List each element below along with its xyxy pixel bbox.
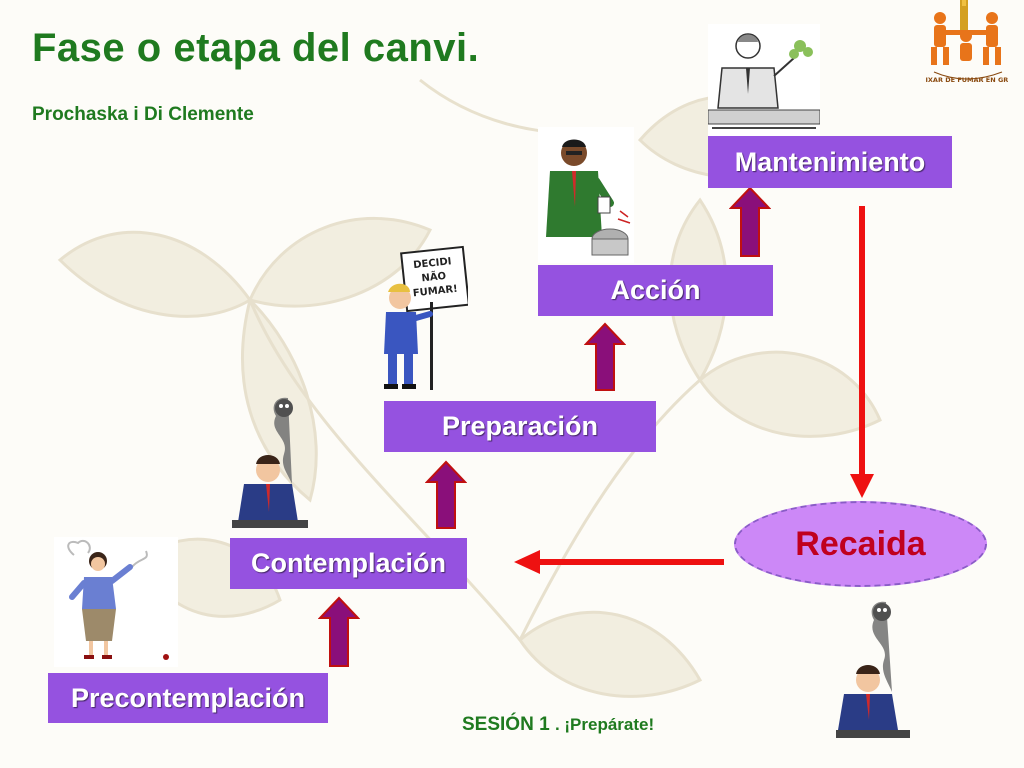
arrow-up-action-to-maintenance xyxy=(729,186,771,257)
slide-title: Fase o etapa del canvi. xyxy=(32,26,480,70)
man-with-flower-illustration xyxy=(708,24,820,136)
man-with-sign-illustration: DECIDI NÃO FUMAR! xyxy=(384,245,468,390)
relapse-node: Recaida xyxy=(734,501,987,587)
arrow-left-to-contemplation-head xyxy=(514,550,540,574)
stage-precontemplation: Precontemplación xyxy=(48,673,328,723)
stage-action: Acción xyxy=(538,265,773,316)
woman-smoking-illustration xyxy=(54,537,178,667)
man-throwing-cigarettes-illustration xyxy=(538,127,634,263)
arrow-up-precontemplation-to-contemplation xyxy=(318,596,360,667)
stage-maintenance: Mantenimiento xyxy=(708,136,952,188)
footer-tagline: . ¡Prepárate! xyxy=(554,715,655,734)
sign-line-1: DECIDI xyxy=(413,256,452,271)
relapse-man-illustration xyxy=(836,601,910,738)
footer: SESIÓN 1 . ¡Prepárate! xyxy=(462,714,654,736)
logo-text: DEIXAR DE FUMAR EN GRUP xyxy=(926,76,1008,84)
stage-contemplation: Contemplación xyxy=(230,538,467,589)
arrow-up-contemplation-to-preparation xyxy=(425,460,467,529)
stage-preparation: Preparación xyxy=(384,401,656,452)
relapse-label: Recaida xyxy=(795,524,926,563)
man-with-skull-smoke-illustration xyxy=(232,397,308,528)
arrow-up-preparation-to-action xyxy=(584,322,626,391)
footer-session: SESIÓN 1 xyxy=(462,714,550,735)
group-logo: DEIXAR DE FUMAR EN GRUP xyxy=(926,0,1008,84)
sign-line-2: NÃO xyxy=(421,269,447,285)
arrow-down-to-relapse-head xyxy=(850,474,874,498)
slide-subtitle: Prochaska i Di Clemente xyxy=(32,104,254,125)
sign-line-3: FUMAR! xyxy=(412,284,458,300)
